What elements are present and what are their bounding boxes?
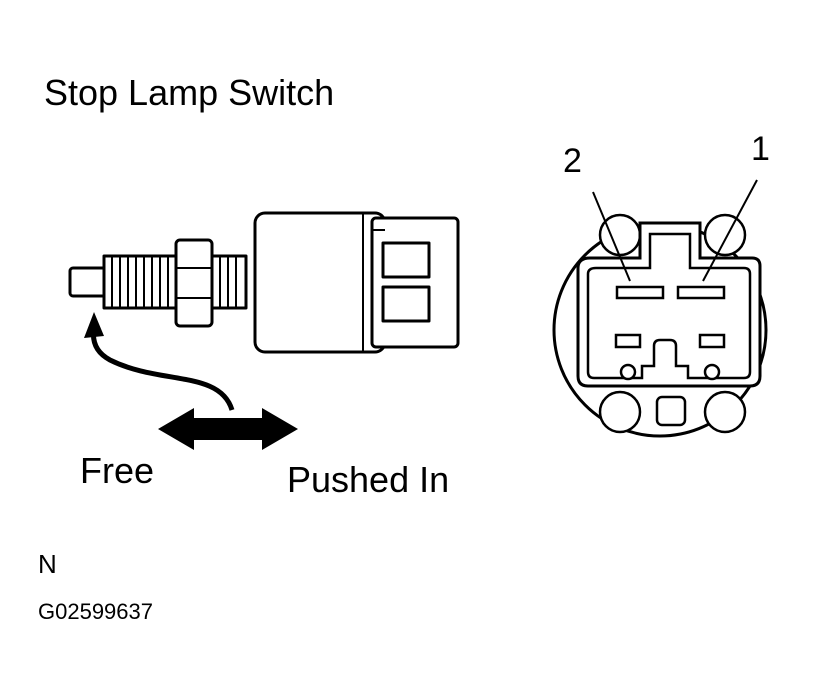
pin-1-label: 1 [751, 130, 770, 168]
pushed-in-label: Pushed In [287, 459, 450, 500]
body-groove [362, 213, 385, 352]
connector-slot-upper [381, 241, 431, 279]
leader-line-pin-2 [592, 191, 631, 282]
connector-face-view [552, 179, 768, 438]
terminal-1 [676, 285, 726, 300]
motion-arrow-curve [90, 327, 235, 411]
nut-facets [176, 267, 212, 299]
pin-2-label: 2 [563, 142, 582, 180]
lock-nut [174, 238, 214, 328]
motion-arrow-head [84, 312, 104, 338]
connector-slot-lower [381, 285, 431, 323]
note-label: N [38, 549, 57, 579]
diagram-title: Stop Lamp Switch [44, 72, 335, 113]
plunger-tip [68, 266, 108, 298]
leader-line-pin-1 [702, 179, 758, 282]
switch-body [253, 211, 387, 354]
figure-code: G02599637 [38, 599, 153, 624]
direction-double-arrow [158, 408, 298, 450]
connector-housing [370, 216, 460, 349]
terminal-2 [615, 285, 665, 300]
thread-lines [111, 256, 237, 308]
free-label: Free [80, 450, 155, 491]
